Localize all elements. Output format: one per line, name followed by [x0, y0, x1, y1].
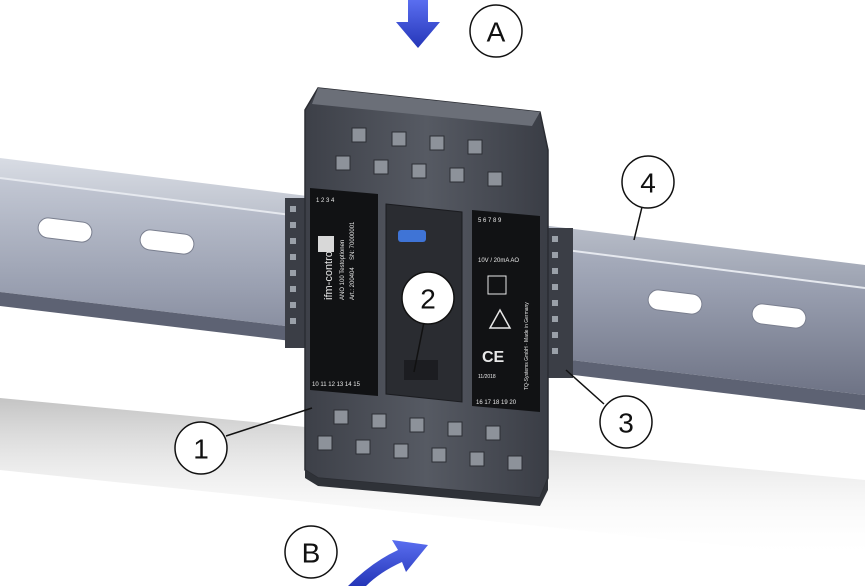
callout-a: A	[469, 4, 523, 58]
push-down-arrow-icon	[396, 0, 440, 48]
callout-1: 1	[174, 421, 228, 475]
article-label: Art.: 200404	[350, 267, 356, 300]
right-label-panel	[472, 210, 540, 412]
terminal-numbers-bottom-left: 10 11 12 13 14 15	[312, 382, 361, 388]
serial-label: SN: 70000001	[350, 221, 356, 260]
terminal-numbers-top-left: 1 2 3 4	[316, 198, 335, 204]
callout-2-label: 2	[420, 284, 436, 315]
right-terminal-strip	[545, 228, 573, 378]
callout-2: 2	[401, 271, 455, 325]
manufacturer-label: TQ-Systems GmbH · Made in Germany	[524, 302, 530, 390]
callout-3-label: 3	[618, 408, 634, 439]
bottom-screw-terminals	[317, 409, 523, 471]
callout-a-label: A	[487, 17, 506, 48]
blue-latch	[398, 230, 426, 242]
brand-label: ifm-control	[323, 249, 335, 300]
model-label: ANO 100 Testoptionen	[340, 240, 346, 300]
date-label: 11/2018	[478, 374, 496, 380]
callout-1-label: 1	[193, 434, 209, 465]
terminal-numbers-top-right: 5 6 7 8 9	[478, 218, 502, 224]
output-label: 10V / 20mA AO	[478, 258, 519, 264]
callout-3: 3	[599, 395, 653, 449]
ce-mark: CE	[482, 349, 505, 366]
terminal-numbers-bottom-right: 16 17 18 19 20	[476, 400, 517, 406]
leader-lines	[225, 206, 643, 437]
callout-b: B	[284, 525, 338, 579]
disposal-icon	[487, 275, 507, 295]
callout-b-label: B	[302, 538, 321, 569]
top-screw-terminals	[335, 127, 503, 187]
callout-4-label: 4	[640, 168, 656, 199]
qr-code	[318, 236, 334, 252]
rail-slots	[37, 217, 807, 329]
callout-4: 4	[621, 155, 675, 209]
rotate-up-arrow-icon	[348, 540, 428, 586]
warning-triangle-icon	[488, 308, 512, 329]
